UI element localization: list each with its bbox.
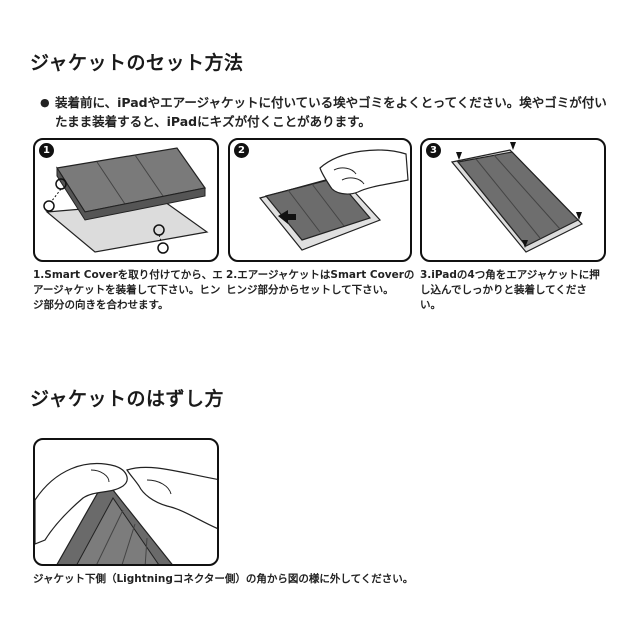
ipad-cover-jacket-drawing [43, 147, 209, 254]
removal-caption: ジャケット下側（Lightningコネクター側）の角から図の様に外してください。 [33, 573, 414, 585]
step-number-1: 1 [39, 143, 54, 158]
hands-removing-jacket-drawing [35, 462, 217, 564]
precaution-note: ● 装着前に、iPadやエアージャケットに付いている埃やゴミをよくとってください… [40, 93, 610, 131]
section-title-setup: ジャケットのセット方法 [30, 52, 244, 74]
step-2-caption: 2.エアージャケットはSmart Coverのヒンジ部分からセットして下さい。 [226, 269, 415, 296]
step-2-illustration: 2 [228, 138, 412, 262]
step-number-2: 2 [234, 143, 249, 158]
step-number-3: 3 [426, 143, 441, 158]
precaution-text: 装着前に、iPadやエアージャケットに付いている埃やゴミをよくとってください。埃… [55, 95, 607, 129]
removal-illustration [33, 438, 219, 566]
step-3-caption: 3.iPadの4つ角をエアジャケットに押し込んでしっかりと装着してください。 [420, 269, 600, 311]
hand-inserting-jacket-drawing [258, 149, 409, 251]
section-title-removal: ジャケットのはずし方 [30, 388, 225, 410]
bullet-icon: ● [40, 96, 50, 109]
step-3-illustration: 3 [420, 138, 606, 262]
step-1-illustration: 1 [33, 138, 219, 262]
press-corners-drawing [450, 142, 584, 253]
step-1-caption: 1.Smart Coverを取り付けてから、エアージャケットを装着して下さい。ヒ… [33, 269, 223, 311]
